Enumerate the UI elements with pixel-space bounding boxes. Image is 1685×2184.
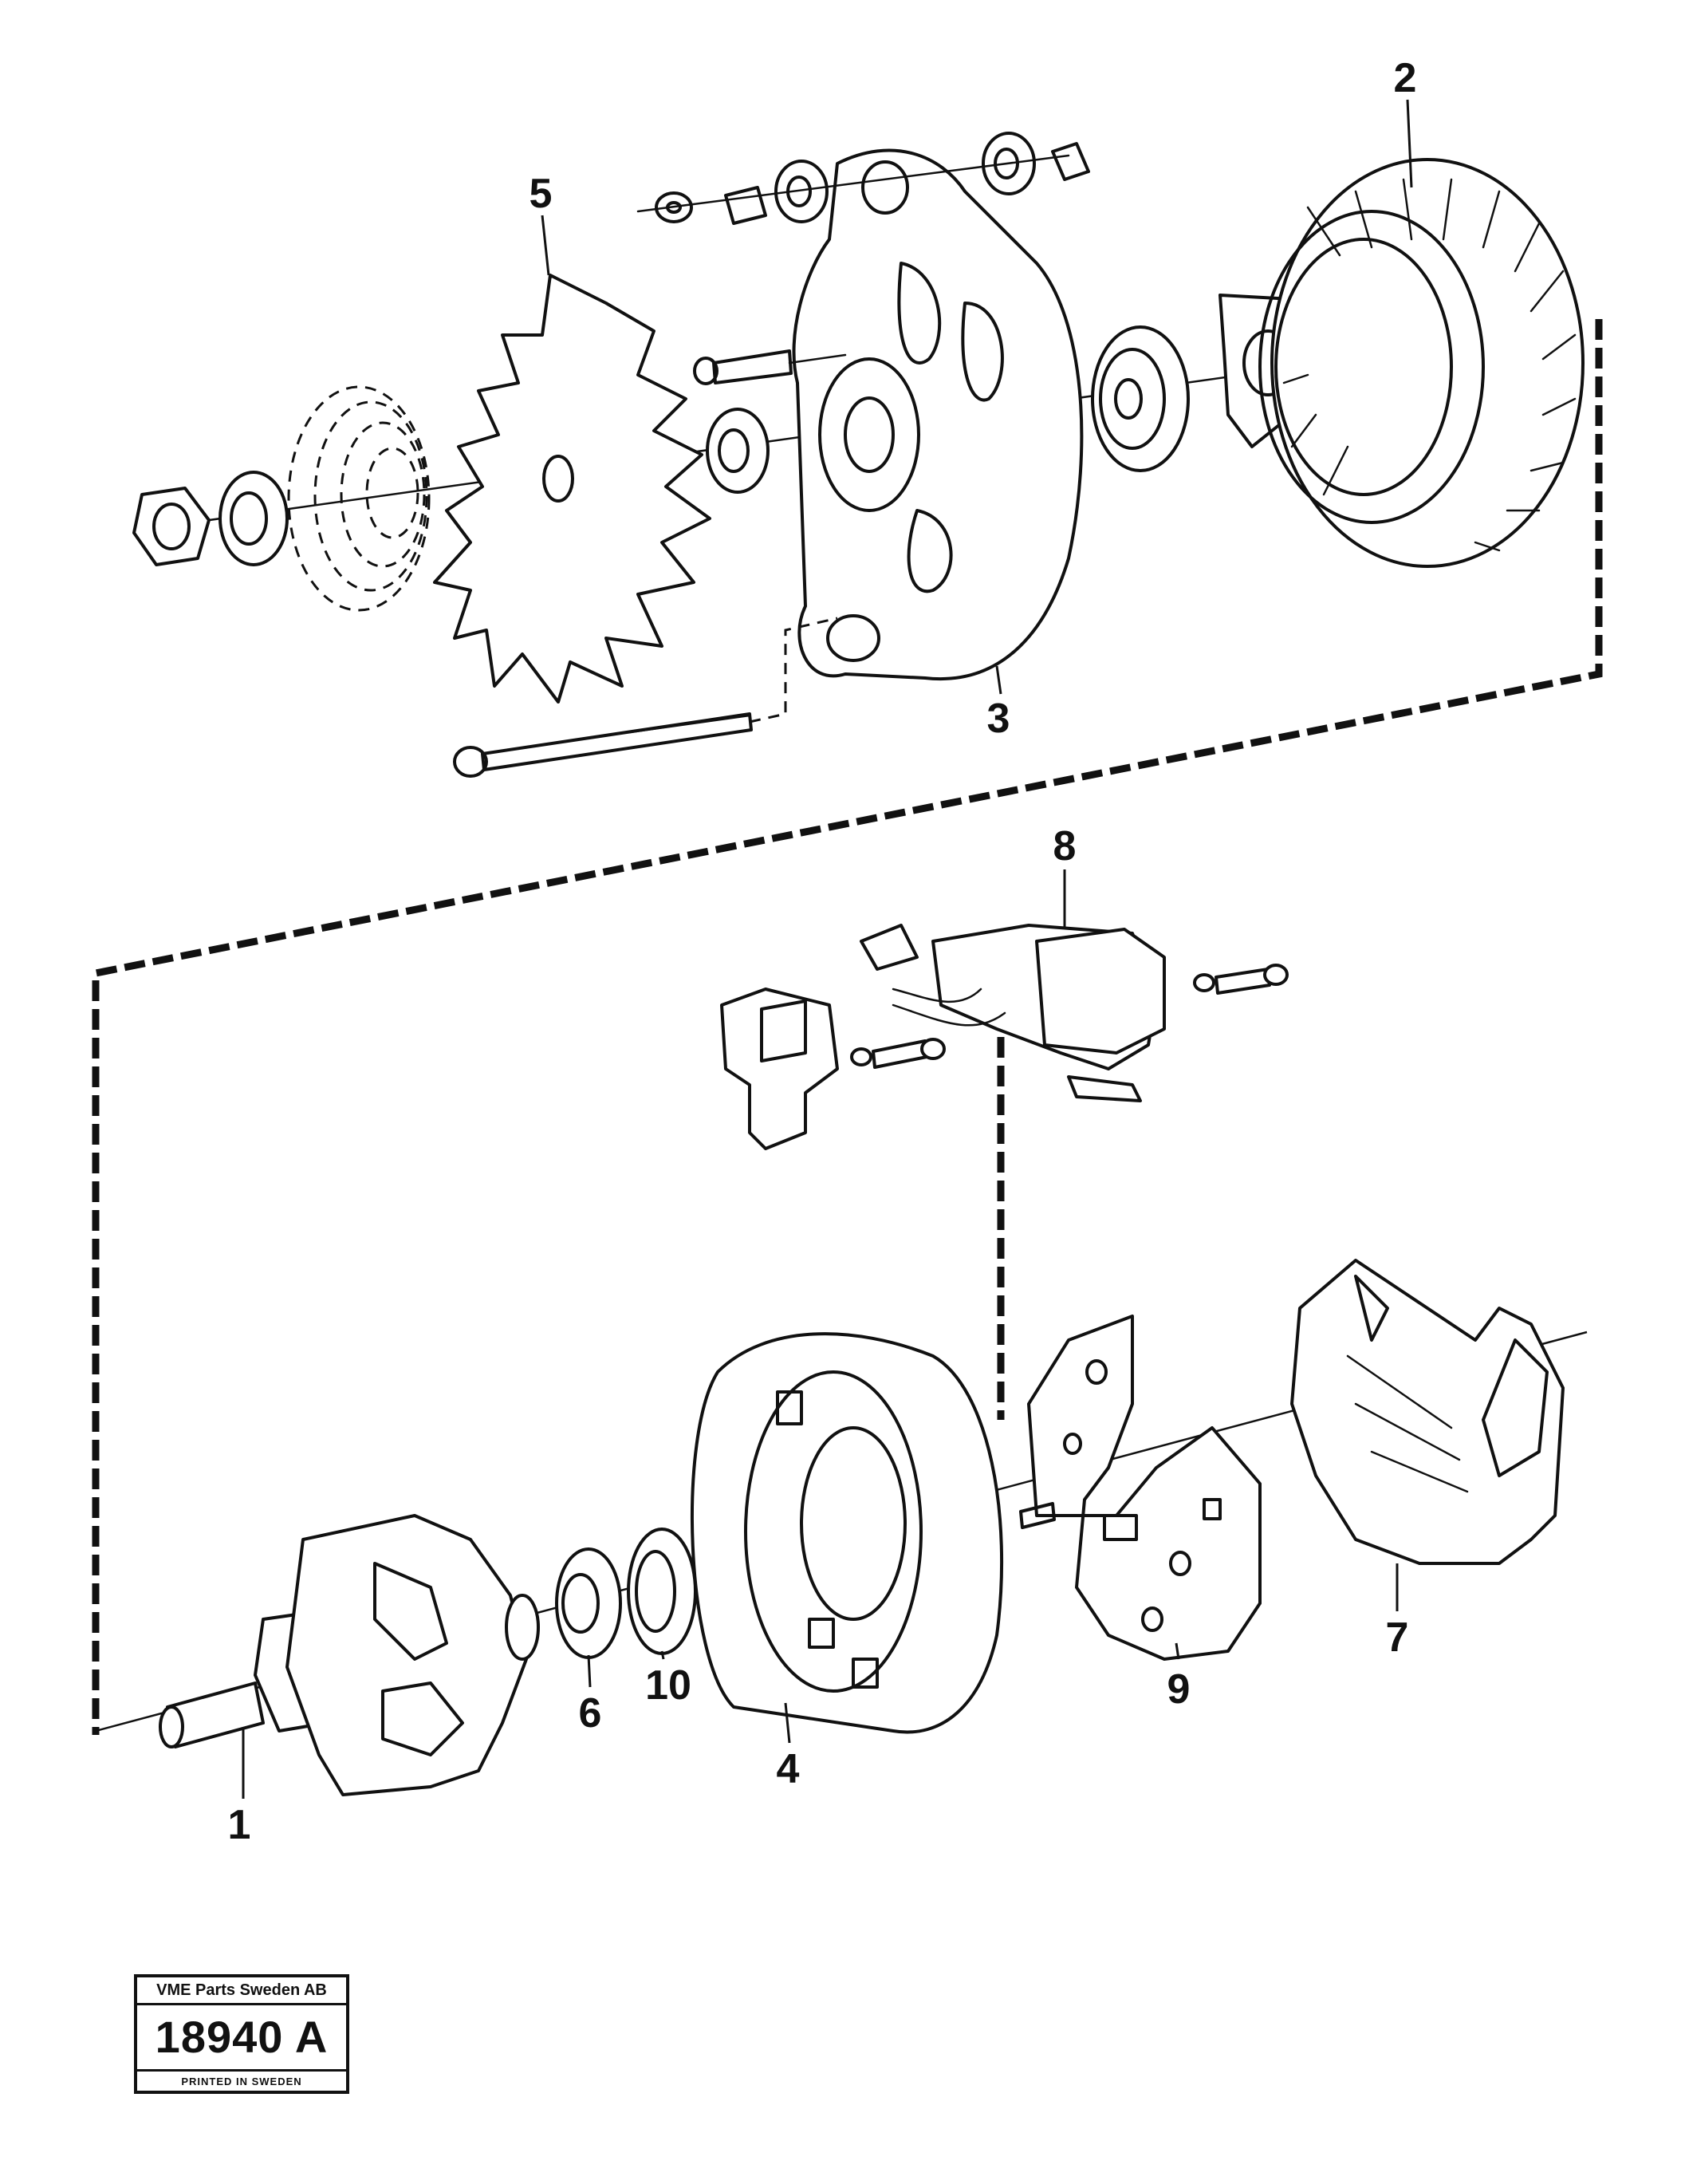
callout-2: 2 <box>1394 55 1417 101</box>
leader-5 <box>541 215 550 276</box>
leader-2 <box>1406 99 1413 188</box>
leader-4 <box>784 1702 791 1744</box>
stator <box>1258 158 1585 568</box>
leader-3 <box>995 665 1002 695</box>
screw <box>693 349 847 385</box>
leader-6 <box>587 1654 592 1688</box>
mounting-hardware-top <box>636 132 1090 225</box>
slip-ring-end-bearing <box>555 1547 622 1659</box>
callout-1: 1 <box>228 1802 251 1848</box>
callout-7: 7 <box>1386 1614 1409 1661</box>
callout-8: 8 <box>1053 823 1077 869</box>
callout-10: 10 <box>645 1662 691 1709</box>
through-bolt <box>453 617 838 778</box>
spacer-washer <box>706 408 770 494</box>
callout-5: 5 <box>530 171 553 217</box>
drive-end-frame <box>792 148 1084 681</box>
voltage-regulator-assembly <box>860 924 1289 1102</box>
rectifier-diode-plate <box>1019 1315 1262 1661</box>
leader-10 <box>660 1650 665 1660</box>
pulley-dashed <box>287 385 431 612</box>
stamp-printed: PRINTED IN SWEDEN <box>181 2076 302 2087</box>
rotor <box>159 1514 540 1796</box>
callout-6: 6 <box>579 1690 602 1737</box>
nut <box>132 487 211 566</box>
leader-9 <box>1175 1642 1180 1660</box>
slip-ring-end-frame <box>691 1332 1004 1734</box>
callout-3: 3 <box>987 696 1010 742</box>
brush-holder <box>720 988 946 1150</box>
rear-cover <box>1290 1259 1565 1565</box>
retaining-ring <box>627 1528 697 1655</box>
drive-end-bearing <box>1091 325 1190 472</box>
stamp-company: VME Parts Sweden AB <box>137 1977 346 2005</box>
assembly-link-dashed <box>92 319 1603 1735</box>
fan <box>433 274 711 704</box>
callout-4: 4 <box>777 1746 800 1792</box>
parts-stamp: VME Parts Sweden AB 18940 A PRINTED IN S… <box>134 1974 349 2094</box>
spring-washer <box>218 471 289 566</box>
stamp-number: 18940 A <box>137 2005 346 2072</box>
callout-9: 9 <box>1167 1666 1191 1713</box>
